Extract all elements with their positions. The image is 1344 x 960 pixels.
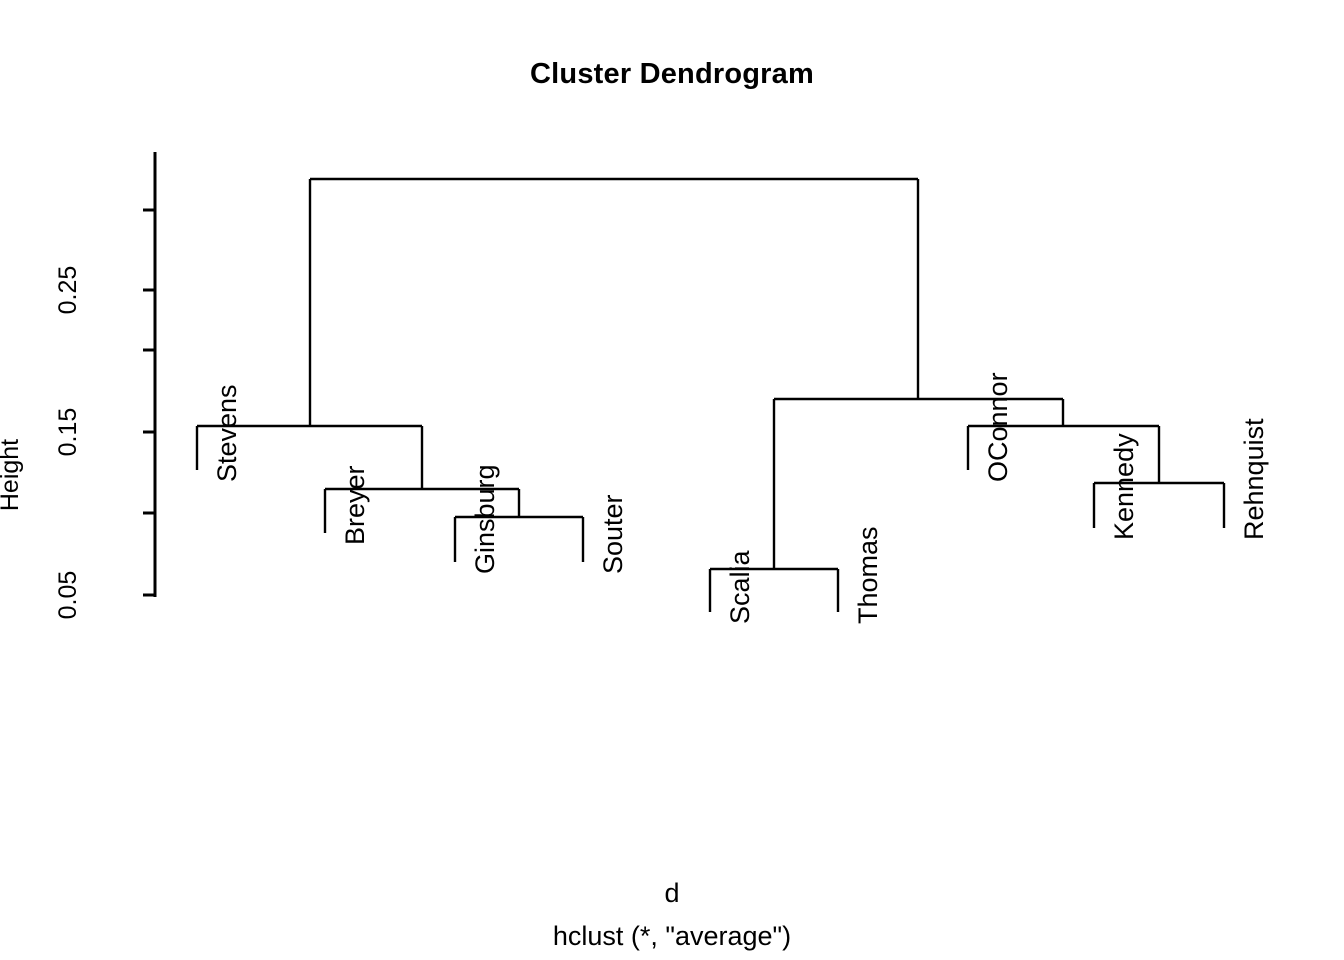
dendrogram-tree — [195, 177, 1226, 612]
leaf-label-kennedy: Kennedy — [1109, 433, 1139, 540]
x-axis-label: d — [664, 878, 680, 908]
leaf-label-souter: Souter — [598, 494, 628, 574]
leaf-label-oconnor: OConnor — [983, 372, 1013, 482]
leaf-label-rehnquist: Rehnquist — [1239, 418, 1269, 540]
page-title: Cluster Dendrogram — [530, 58, 814, 90]
x-axis-sublabel: hclust (*, "average") — [552, 921, 792, 951]
leaf-label-thomas: Thomas — [853, 526, 883, 624]
leaf-label-breyer: Breyer — [340, 465, 370, 545]
leaf-label-ginsburg: Ginsburg — [470, 464, 500, 574]
leaf-label-stevens: Stevens — [212, 384, 242, 482]
leaf-label-scalia: Scalia — [725, 550, 755, 624]
y-axis — [143, 152, 157, 597]
